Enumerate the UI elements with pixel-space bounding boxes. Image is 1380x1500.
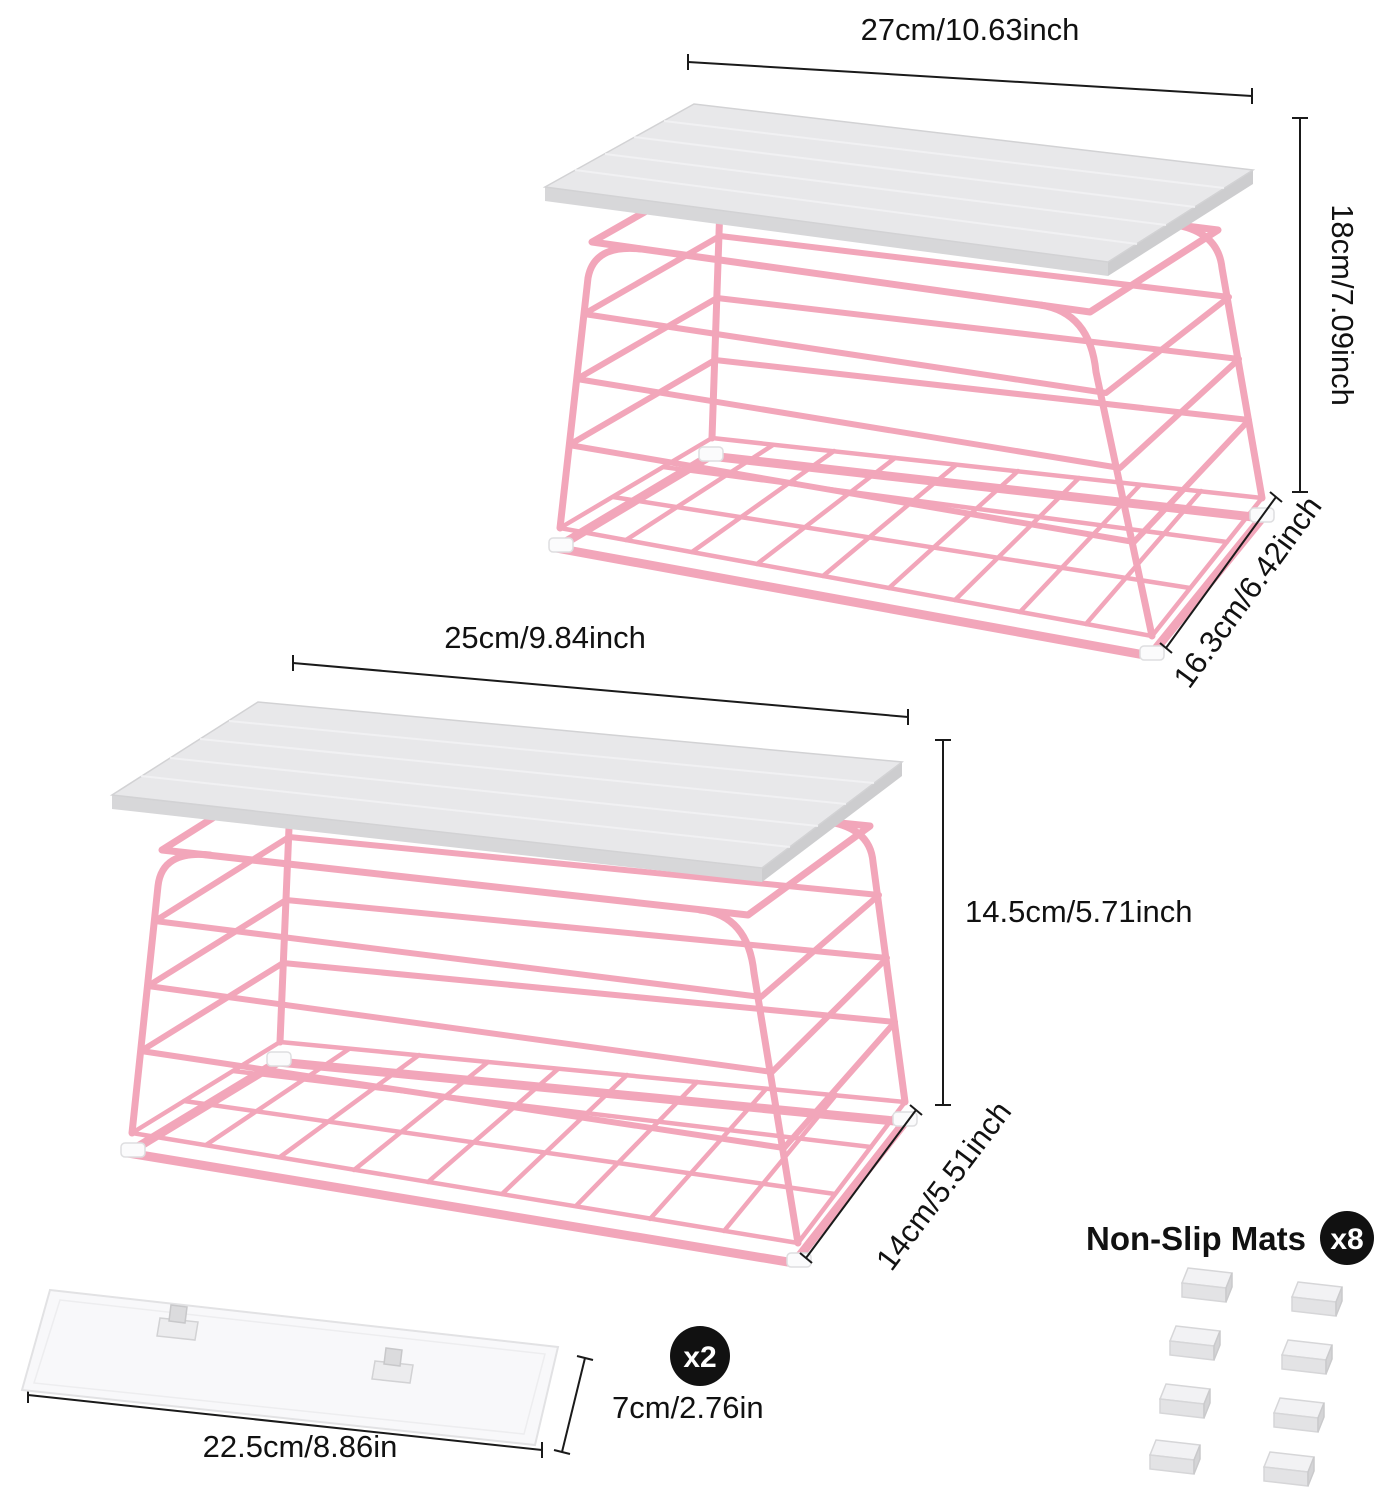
non-slip-mat xyxy=(1181,1267,1233,1303)
strip-width-label: 22.5cm/8.86in xyxy=(203,1429,398,1464)
non-slip-mat xyxy=(1149,1439,1201,1475)
basket-small-top-board xyxy=(109,701,904,882)
basket-large-side-rails xyxy=(566,233,1252,545)
strip-height-dimension xyxy=(553,1355,594,1455)
board-wood-grain xyxy=(574,120,1225,245)
basket-small-width-label: 25cm/9.84inch xyxy=(444,620,646,655)
adhesive-hook xyxy=(156,1304,199,1341)
non-slip-mat xyxy=(1291,1281,1343,1317)
basket-large-top-board xyxy=(542,103,1256,276)
basket-small-height-dimension xyxy=(935,739,951,1106)
board-top-face xyxy=(109,701,904,869)
mats-count-badge-label: x8 xyxy=(1330,1223,1363,1256)
basket-large-illustration xyxy=(542,103,1275,661)
basket-large-base-grid xyxy=(557,435,1265,639)
board-front-edge xyxy=(112,795,762,882)
strip-count-badge-label: x2 xyxy=(683,1341,716,1374)
basket-small-height-label: 14.5cm/5.71inch xyxy=(965,894,1192,929)
basket-large-height-label: 18cm/7.09inch xyxy=(1325,204,1360,406)
board-wood-grain xyxy=(140,720,875,848)
basket-small-illustration xyxy=(109,701,918,1268)
non-slip-mats-title: Non-Slip Mats xyxy=(1086,1220,1306,1257)
basket-large-width-dimension xyxy=(687,54,1253,104)
adhesive-strip-sheet xyxy=(20,1288,560,1447)
dimension-lines xyxy=(27,54,1308,1458)
adhesive-strip-illustration xyxy=(20,1288,560,1447)
mats-count-badge: x8 xyxy=(1320,1211,1374,1265)
basket-large-wire-frame xyxy=(551,164,1267,661)
adhesive-hook xyxy=(371,1347,414,1384)
board-front-edge xyxy=(545,187,1108,276)
non-slip-mat xyxy=(1273,1397,1325,1433)
non-slip-mats-group xyxy=(1149,1267,1343,1487)
non-slip-mat xyxy=(1281,1339,1333,1375)
strip-count-badge: x2 xyxy=(670,1326,730,1386)
non-slip-mat xyxy=(1159,1383,1211,1419)
board-side-edge xyxy=(762,762,902,882)
basket-small-depth-dimension xyxy=(799,1104,923,1264)
basket-small-width-dimension xyxy=(292,655,909,725)
adhesive-strip-inner-edge xyxy=(33,1299,546,1435)
non-slip-mat xyxy=(1169,1325,1221,1361)
board-top-face xyxy=(542,103,1256,263)
board-side-edge xyxy=(1108,170,1253,276)
basket-large-depth-dimension xyxy=(1159,491,1283,654)
basket-large-height-dimension xyxy=(1292,117,1308,493)
basket-large-width-label: 27cm/10.63inch xyxy=(861,12,1080,47)
strip-height-label: 7cm/2.76in xyxy=(612,1390,764,1425)
non-slip-mat xyxy=(1263,1451,1315,1487)
